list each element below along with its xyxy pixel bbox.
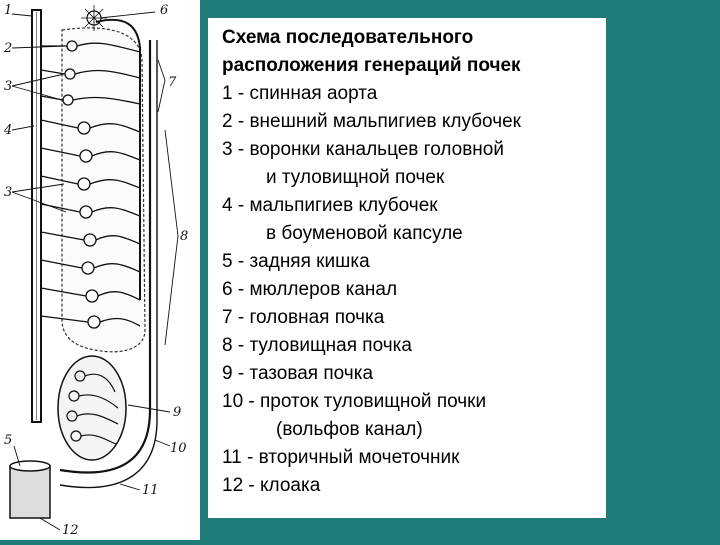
legend-title-line-1: Схема последовательного <box>222 27 474 48</box>
legend-item-continuation: в боуменовой капсуле <box>266 223 463 244</box>
legend-item: 4 - мальпигиев клубочек <box>222 195 438 216</box>
legend: Схема последовательного расположения ген… <box>222 24 602 500</box>
callout-7: 7 <box>168 75 177 90</box>
legend-item: 11 - вторичный мочеточник <box>222 447 460 468</box>
legend-item: 5 - задняя кишка <box>222 251 370 272</box>
legend-item: 3 - воронки канальцев головной <box>222 139 504 160</box>
legend-item: 6 - мюллеров канал <box>222 279 398 300</box>
pelvic-nephrons <box>66 370 119 445</box>
legend-item: 7 - головная почка <box>222 307 385 328</box>
callout-11: 11 <box>142 483 159 498</box>
cloaca <box>9 460 51 519</box>
callout-3a: 3 <box>4 79 12 94</box>
mullerian-duct <box>95 18 141 300</box>
callout-3b: 3 <box>4 185 12 200</box>
legend-item: 9 - тазовая почка <box>222 363 374 384</box>
legend-item: 1 - спинная аорта <box>222 83 378 104</box>
callout-1: 1 <box>4 3 12 18</box>
ureter <box>59 40 158 489</box>
legend-panel: Схема последовательного расположения ген… <box>208 18 606 518</box>
legend-item: 10 - проток туловищной почки <box>222 391 487 412</box>
legend-item: 2 - внешний мальпигиев клубочек <box>222 111 521 132</box>
kidney-diagram: 1 2 3 3 4 5 6 7 8 9 10 11 12 <box>3 3 188 538</box>
callout-2: 2 <box>3 41 12 56</box>
callout-9: 9 <box>173 405 181 420</box>
legend-item-continuation: и туловищной почек <box>266 167 445 188</box>
kidney-diagram-panel: 1 2 3 3 4 5 6 7 8 9 10 11 12 <box>0 0 200 540</box>
callout-5: 5 <box>4 433 12 448</box>
callout-10: 10 <box>170 441 187 456</box>
callout-4: 4 <box>3 123 12 138</box>
callout-12: 12 <box>62 523 79 538</box>
legend-item: 12 - клоака <box>222 475 321 496</box>
wolffian-duct <box>59 40 152 474</box>
legend-item: 8 - туловищная почка <box>222 335 412 356</box>
callout-6: 6 <box>160 3 168 18</box>
legend-title-line-2: расположения генераций почек <box>222 55 521 76</box>
callout-8: 8 <box>180 229 188 244</box>
legend-item-continuation: (вольфов канал) <box>276 419 423 440</box>
